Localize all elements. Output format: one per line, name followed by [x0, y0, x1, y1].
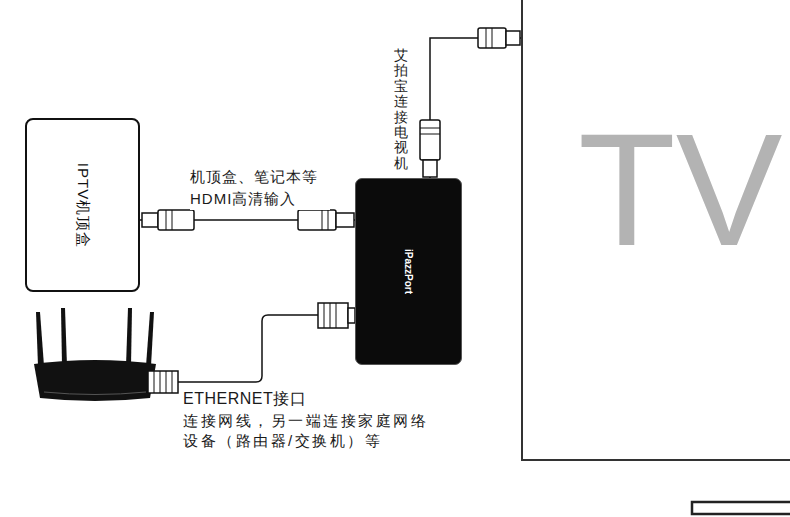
rj45-plug-body	[148, 371, 178, 393]
router-body	[34, 360, 156, 401]
hdmi-plug-rib	[172, 210, 173, 230]
hdmi-plug-body	[420, 120, 440, 160]
hdmi-plug	[478, 28, 520, 48]
iptv-box: IPTV机顶盒	[25, 118, 140, 292]
note-text: 连接网线，另一端连接家庭网络 设备（路由器/交换机）等	[183, 411, 453, 451]
hdmi-plug-body	[478, 28, 506, 48]
hdmi-plug-tip	[336, 213, 354, 227]
node-text: TV	[578, 110, 782, 270]
hdmi-plug-rib	[420, 134, 440, 135]
hdmi-plug-tip	[423, 160, 437, 177]
router-edge	[44, 392, 146, 395]
hdmi-plug-body	[298, 210, 336, 230]
rj45-plug-rib	[172, 371, 173, 393]
rj45-plug-rib	[154, 371, 155, 393]
hdmi-plug-tip	[506, 31, 520, 45]
cable-label: 机顶盒、笔记本等 HDMI高清输入	[190, 166, 330, 210]
tv-screen: TV	[521, 0, 790, 461]
hdmi-plug-rib	[328, 210, 329, 230]
tv-stand	[692, 502, 790, 514]
node-text: IPTV机顶盒	[73, 162, 92, 247]
rj45-plug-rib	[160, 371, 161, 393]
hdmi-plug-rib	[420, 128, 440, 129]
rj45-plug-rib	[324, 303, 325, 328]
port-label: ETHERNET接口	[183, 389, 306, 409]
hdmi-plug-rib	[322, 210, 323, 230]
ethernet-cable	[178, 315, 318, 382]
rj45-plug	[318, 303, 355, 328]
hdmi-plug-tip	[142, 213, 158, 227]
hdmi-plug-body	[158, 210, 194, 230]
cable-label: 艾拍宝连接电视机	[394, 48, 408, 171]
hdmi-plug	[420, 120, 440, 177]
rj45-plug-rib	[166, 371, 167, 393]
hdmi-plug-rib	[166, 210, 167, 230]
router-antenna	[36, 312, 44, 366]
hdmi-plug-rib	[492, 28, 493, 48]
hdmi-plug	[298, 210, 354, 230]
router-antenna	[126, 308, 132, 366]
node-text: iPazzPort	[403, 249, 414, 294]
rj45-plug-rib	[330, 303, 331, 328]
router-antenna	[146, 312, 154, 366]
hdmi-plug	[142, 210, 194, 230]
rj45-plug-rib	[336, 303, 337, 328]
converter-box: iPazzPort	[355, 178, 462, 365]
rj45-plug-tip	[348, 308, 355, 323]
hdmi-cable	[430, 38, 521, 178]
router-icon	[34, 308, 156, 401]
hdmi-plug-rib	[486, 28, 487, 48]
router-antenna	[61, 308, 67, 366]
rj45-plug-body	[318, 303, 348, 328]
rj45-plug	[148, 371, 178, 393]
